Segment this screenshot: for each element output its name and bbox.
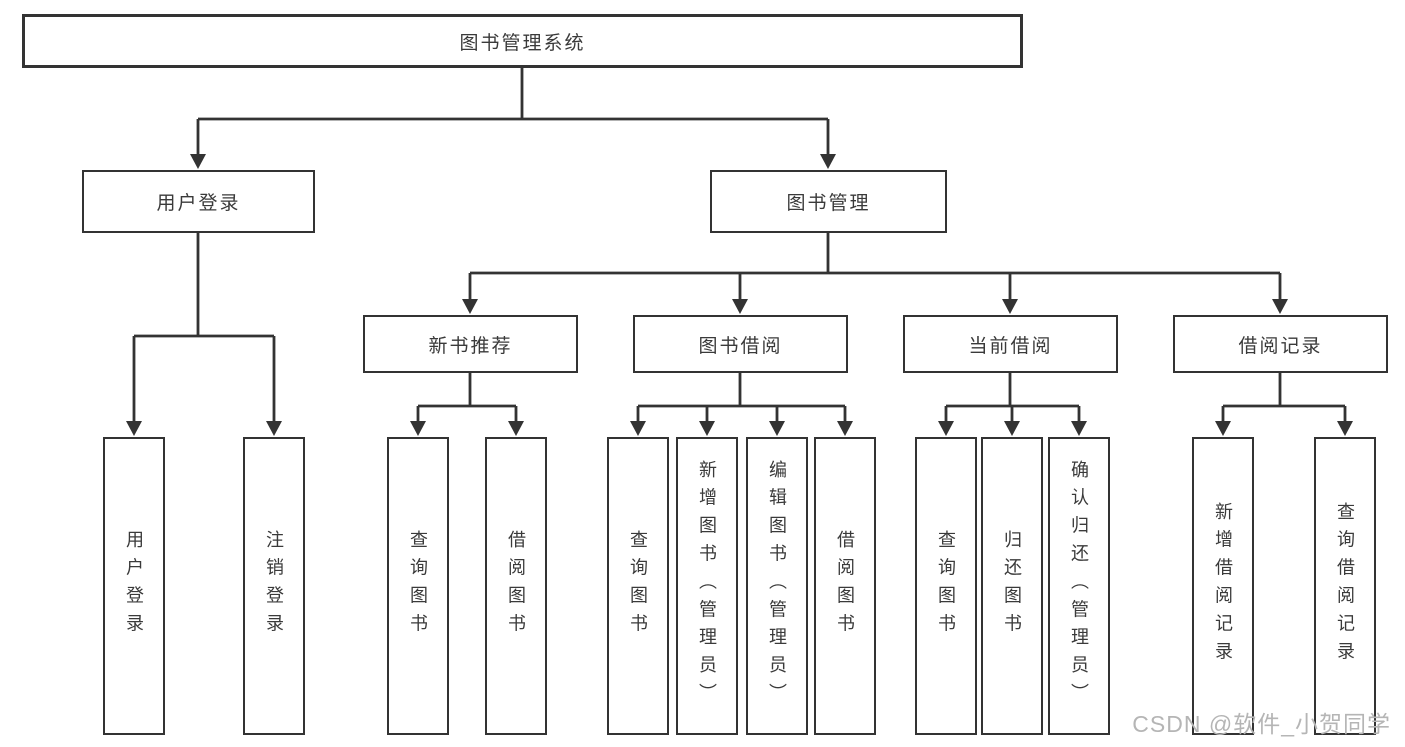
node-label: 用户登录 bbox=[156, 193, 241, 214]
node-new-book-recommendation: 新书推荐 bbox=[363, 315, 578, 373]
leaf-add-borrow-record: 新增借阅记录 bbox=[1192, 437, 1254, 735]
node-book-borrowing: 图书借阅 bbox=[633, 315, 848, 373]
node-label: 查询图书 bbox=[408, 530, 428, 642]
node-current-borrowing: 当前借阅 bbox=[903, 315, 1118, 373]
leaf-add-books-admin: 新增图书（管理员） bbox=[676, 437, 738, 735]
node-label: 用户登录 bbox=[124, 530, 144, 642]
node-label: 查询图书 bbox=[628, 530, 648, 642]
node-label: 图书管理系统 bbox=[459, 32, 586, 54]
node-label: 图书借阅 bbox=[698, 335, 783, 357]
leaf-borrow-books-recommend: 借阅图书 bbox=[485, 437, 547, 735]
leaf-query-books-borrowing: 查询图书 bbox=[607, 437, 669, 735]
node-label: 新书推荐 bbox=[428, 335, 513, 357]
leaf-confirm-return-admin: 确认归还（管理员） bbox=[1048, 437, 1110, 735]
leaf-logout: 注销登录 bbox=[243, 437, 305, 735]
leaf-return-books: 归还图书 bbox=[981, 437, 1043, 735]
leaf-query-borrow-record: 查询借阅记录 bbox=[1314, 437, 1376, 735]
node-label: 借阅图书 bbox=[506, 530, 526, 642]
node-label: 新增借阅记录 bbox=[1213, 502, 1233, 670]
node-label: 编辑图书（管理员） bbox=[767, 460, 787, 712]
leaf-query-books-recommend: 查询图书 bbox=[387, 437, 449, 735]
node-label: 当前借阅 bbox=[968, 335, 1053, 357]
node-label: 新增图书（管理员） bbox=[697, 460, 717, 712]
leaf-borrow-books: 借阅图书 bbox=[814, 437, 876, 735]
node-borrowing-records: 借阅记录 bbox=[1173, 315, 1388, 373]
node-label: 查询图书 bbox=[936, 530, 956, 642]
node-user-login: 用户登录 bbox=[82, 170, 315, 233]
node-label: 借阅图书 bbox=[835, 530, 855, 642]
leaf-query-books-current: 查询图书 bbox=[915, 437, 977, 735]
csdn-watermark: CSDN @软件_小贺同学 bbox=[1132, 711, 1391, 737]
node-label: 注销登录 bbox=[264, 530, 284, 642]
node-book-management: 图书管理 bbox=[710, 170, 947, 233]
node-label: 确认归还（管理员） bbox=[1069, 460, 1089, 712]
node-label: 借阅记录 bbox=[1238, 335, 1323, 357]
node-label: 归还图书 bbox=[1002, 530, 1022, 642]
leaf-edit-books-admin: 编辑图书（管理员） bbox=[746, 437, 808, 735]
node-label: 查询借阅记录 bbox=[1335, 502, 1355, 670]
leaf-user-login: 用户登录 bbox=[103, 437, 165, 735]
node-label: 图书管理 bbox=[786, 193, 871, 214]
node-library-management-system: 图书管理系统 bbox=[22, 14, 1023, 68]
